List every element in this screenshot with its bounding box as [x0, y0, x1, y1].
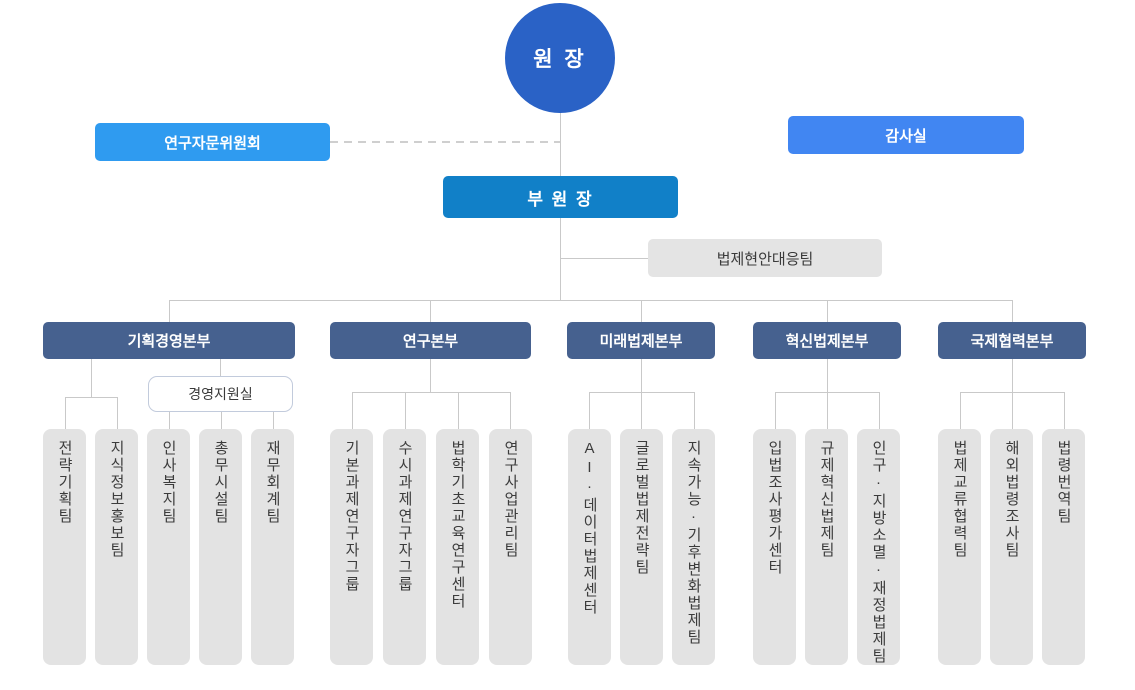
- issue-response-team-label: 법제현안대응팀: [716, 250, 814, 268]
- node-management-support-office: 경영지원실: [148, 376, 293, 412]
- division-header-research: 연구본부: [330, 322, 531, 359]
- team-label: 규제혁신법제팀: [818, 440, 835, 559]
- team-box: 기본과제연구자그룹: [330, 429, 373, 665]
- connector-line: [65, 397, 66, 429]
- connector-line: [65, 397, 118, 398]
- connector-line: [589, 392, 590, 429]
- division-header-planning-management: 기획경영본부: [43, 322, 295, 359]
- node-advisory-committee: 연구자문위원회: [95, 123, 330, 161]
- connector-line: [430, 300, 431, 322]
- connector-line: [694, 392, 695, 429]
- division-label: 연구본부: [402, 333, 459, 350]
- team-box: 법령번역팀: [1042, 429, 1085, 665]
- division-label: 국제협력본부: [970, 333, 1054, 350]
- connector-line: [560, 218, 561, 300]
- director-label: 원 장: [533, 48, 587, 71]
- division-header-future-legislation: 미래법제본부: [567, 322, 715, 359]
- team-box: 인구·지방소멸·재정법제팀: [857, 429, 900, 665]
- team-label: 기본과제연구자그룹: [343, 440, 360, 593]
- team-label: 수시과제연구자그룹: [396, 440, 413, 593]
- division-header-innovation-legislation: 혁신법제본부: [753, 322, 901, 359]
- team-box: 총무시설팀: [199, 429, 242, 665]
- team-label: AI·데이터법제센터: [581, 440, 598, 616]
- team-label: 지속가능·기후변화법제팀: [685, 440, 702, 646]
- team-box: 법학기초교육연구센터: [436, 429, 479, 665]
- team-label: 법학기초교육연구센터: [449, 440, 466, 610]
- team-box: 법제교류협력팀: [938, 429, 981, 665]
- team-label: 지식정보홍보팀: [108, 440, 125, 559]
- connector-line: [775, 392, 776, 429]
- connector-line: [169, 412, 170, 429]
- team-box: AI·데이터법제센터: [568, 429, 611, 665]
- team-box: 수시과제연구자그룹: [383, 429, 426, 665]
- division-header-international-cooperation: 국제협력본부: [938, 322, 1086, 359]
- connector-line: [352, 392, 510, 393]
- vice-director-label: 부 원 장: [527, 189, 594, 209]
- connector-line: [510, 392, 511, 429]
- team-label: 해외법령조사팀: [1003, 440, 1020, 559]
- connector-line: [117, 397, 118, 429]
- connector-line: [827, 359, 828, 392]
- team-label: 법제교류협력팀: [951, 440, 968, 559]
- team-label: 연구사업관리팀: [502, 440, 519, 559]
- connector-line: [169, 300, 1012, 301]
- connector-line: [430, 359, 431, 392]
- division-label: 기획경영본부: [127, 333, 211, 350]
- team-box: 입법조사평가센터: [753, 429, 796, 665]
- advisory-committee-label: 연구자문위원회: [164, 134, 261, 152]
- team-box: 연구사업관리팀: [489, 429, 532, 665]
- connector-line: [1012, 300, 1013, 322]
- connector-line: [221, 412, 222, 429]
- team-box: 전략기획팀: [43, 429, 86, 665]
- team-box: 글로벌법제전략팀: [620, 429, 663, 665]
- node-vice-director: 부 원 장: [443, 176, 678, 218]
- team-box: 재무회계팀: [251, 429, 294, 665]
- division-label: 미래법제본부: [599, 333, 683, 350]
- connector-line: [641, 300, 642, 322]
- node-audit-office: 감사실: [788, 116, 1024, 154]
- connector-line: [560, 112, 561, 176]
- team-box: 규제혁신법제팀: [805, 429, 848, 665]
- connector-line: [960, 392, 961, 429]
- team-label: 법령번역팀: [1055, 440, 1072, 525]
- connector-line-dashed: [330, 141, 560, 143]
- audit-office-label: 감사실: [885, 127, 927, 145]
- team-label: 입법조사평가센터: [766, 440, 783, 576]
- connector-line: [458, 392, 459, 429]
- team-box: 인사복지팀: [147, 429, 190, 665]
- connector-line: [1012, 359, 1013, 392]
- node-director: 원 장: [505, 3, 615, 113]
- connector-line: [273, 412, 274, 429]
- connector-line: [91, 359, 92, 397]
- connector-line: [560, 258, 648, 259]
- node-issue-response-team: 법제현안대응팀: [648, 239, 882, 277]
- team-box: 지식정보홍보팀: [95, 429, 138, 665]
- connector-line: [641, 392, 642, 429]
- team-label: 전략기획팀: [56, 440, 73, 525]
- team-label: 인사복지팀: [160, 440, 177, 525]
- team-label: 글로벌법제전략팀: [633, 440, 650, 576]
- support-office-label: 경영지원실: [188, 386, 253, 402]
- team-label: 재무회계팀: [264, 440, 281, 525]
- connector-line: [1012, 392, 1013, 429]
- connector-line: [169, 300, 170, 322]
- connector-line: [220, 359, 221, 376]
- connector-line: [1064, 392, 1065, 429]
- team-box: 해외법령조사팀: [990, 429, 1033, 665]
- connector-line: [641, 359, 642, 392]
- division-label: 혁신법제본부: [785, 333, 869, 350]
- connector-line: [827, 392, 828, 429]
- team-label: 총무시설팀: [212, 440, 229, 525]
- connector-line: [352, 392, 353, 429]
- connector-line: [879, 392, 880, 429]
- connector-line: [405, 392, 406, 429]
- connector-line: [827, 300, 828, 322]
- team-box: 지속가능·기후변화법제팀: [672, 429, 715, 665]
- team-label: 인구·지방소멸·재정법제팀: [870, 440, 887, 665]
